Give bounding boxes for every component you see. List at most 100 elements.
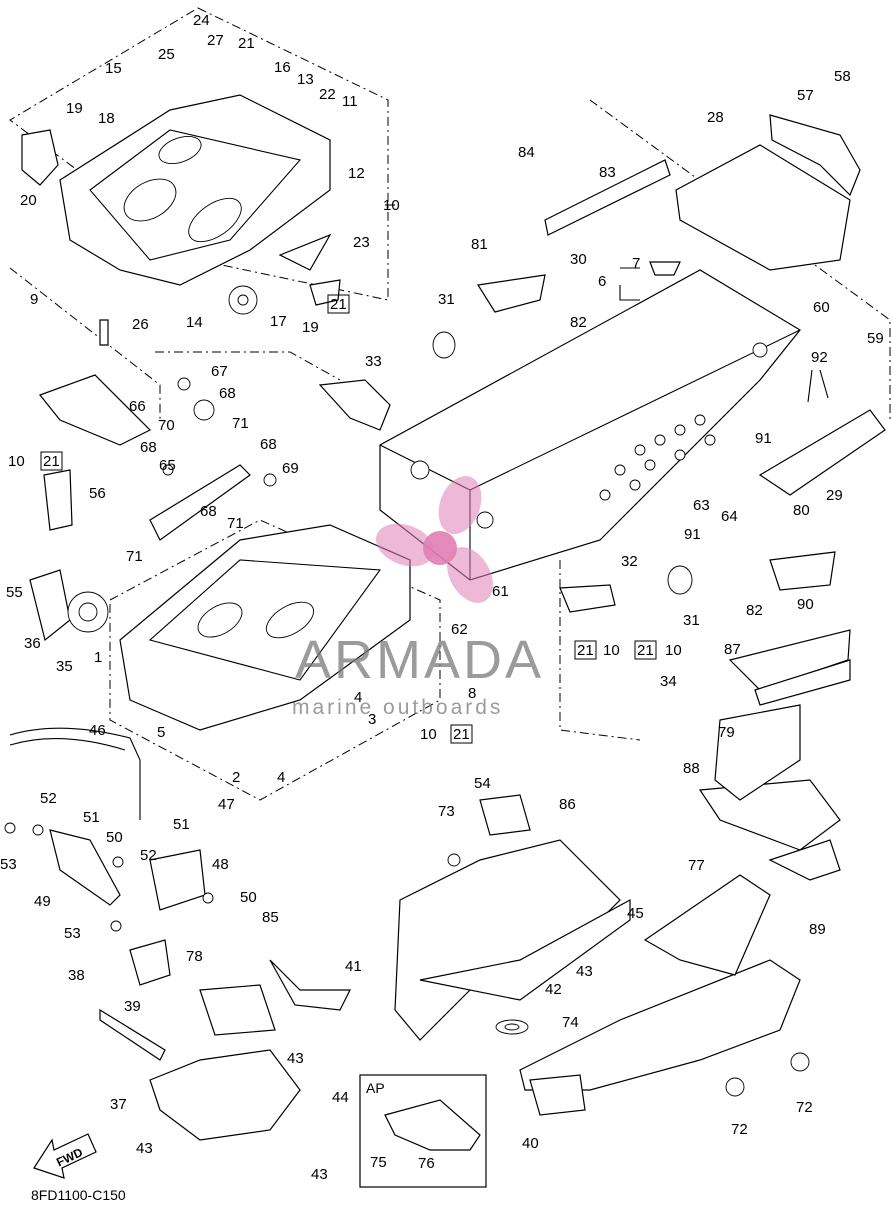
part-label-box-21c xyxy=(40,451,63,471)
fwd-direction-arrow: FWD xyxy=(33,1133,97,1179)
part-label-77: 77 xyxy=(688,857,705,874)
part-label-23: 23 xyxy=(353,234,370,251)
part-label-54: 54 xyxy=(474,775,491,792)
bumper-bracket-parts xyxy=(4,822,214,986)
part-label-76: 76 xyxy=(418,1155,435,1172)
part-label-10c: 10 xyxy=(603,642,620,659)
part-label-20: 20 xyxy=(20,192,37,209)
part-label-81: 81 xyxy=(471,236,488,253)
part-label-84: 84 xyxy=(518,144,535,161)
part-label-34: 34 xyxy=(660,673,677,690)
part-label-55: 55 xyxy=(6,584,23,601)
part-label-24: 24 xyxy=(193,12,210,29)
part-label-72b: 72 xyxy=(796,1099,813,1116)
part-label-78: 78 xyxy=(186,948,203,965)
part-label-21b: 21 xyxy=(330,296,347,313)
part-label-66: 66 xyxy=(129,398,146,415)
part-label-68b: 68 xyxy=(140,439,157,456)
part-label-71b: 71 xyxy=(227,515,244,532)
part-label-57: 57 xyxy=(797,87,814,104)
part-label-42: 42 xyxy=(545,981,562,998)
part-label-28: 28 xyxy=(707,109,724,126)
part-label-51b: 51 xyxy=(173,816,190,833)
leader-lines xyxy=(385,204,829,403)
part-label-16: 16 xyxy=(274,59,291,76)
upper-subframe-assembly xyxy=(21,94,341,315)
part-label-12: 12 xyxy=(348,165,365,182)
part-label-25: 25 xyxy=(158,46,175,63)
part-label-53a: 53 xyxy=(0,856,17,873)
tunnel-perforation-holes xyxy=(599,414,716,501)
part-label-43d: 43 xyxy=(311,1166,328,1183)
part-label-80: 80 xyxy=(793,502,810,519)
part-label-41: 41 xyxy=(345,958,362,975)
part-label-26: 26 xyxy=(132,316,149,333)
part-label-45: 45 xyxy=(627,905,644,922)
part-label-18: 18 xyxy=(98,110,115,127)
part-label-2: 2 xyxy=(232,769,240,786)
ap-box-label: AP xyxy=(366,1080,385,1096)
part-label-43b: 43 xyxy=(576,963,593,980)
part-label-89: 89 xyxy=(809,921,826,938)
part-label-72a: 72 xyxy=(731,1121,748,1138)
part-label-29: 29 xyxy=(826,487,843,504)
part-label-43a: 43 xyxy=(287,1050,304,1067)
part-label-4a: 4 xyxy=(277,769,285,786)
part-label-8: 8 xyxy=(468,685,476,702)
part-label-63: 63 xyxy=(693,497,710,514)
part-label-53b: 53 xyxy=(64,925,81,942)
part-label-91b: 91 xyxy=(684,526,701,543)
part-label-86: 86 xyxy=(559,796,576,813)
part-label-11: 11 xyxy=(342,93,358,110)
ap-variant-box: AP xyxy=(359,1074,487,1188)
part-label-60: 60 xyxy=(813,299,830,316)
part-label-43c: 43 xyxy=(136,1140,153,1157)
part-label-62: 62 xyxy=(451,621,468,638)
part-label-33: 33 xyxy=(365,353,382,370)
part-label-21c: 21 xyxy=(43,453,60,470)
part-label-37: 37 xyxy=(110,1096,127,1113)
watermark-brand: ARMADA xyxy=(295,630,544,690)
part-label-22: 22 xyxy=(319,86,336,103)
part-label-32: 32 xyxy=(621,553,638,570)
watermark-tagline: marine outboards xyxy=(292,696,503,719)
part-label-52a: 52 xyxy=(40,790,57,807)
part-label-79: 79 xyxy=(718,724,735,741)
part-label-69: 69 xyxy=(282,460,299,477)
part-label-85: 85 xyxy=(262,909,279,926)
part-label-83: 83 xyxy=(599,164,616,181)
part-label-14: 14 xyxy=(186,314,203,331)
part-label-4b: 4 xyxy=(354,689,362,706)
part-label-92: 92 xyxy=(811,349,828,366)
part-label-box-21d xyxy=(574,640,597,660)
part-label-21f: 21 xyxy=(453,726,470,743)
part-label-91a: 91 xyxy=(755,430,772,447)
lower-panels-assembly xyxy=(99,629,851,1141)
part-label-21e: 21 xyxy=(637,642,654,659)
part-label-50b: 50 xyxy=(240,889,257,906)
part-label-21d: 21 xyxy=(577,642,594,659)
part-label-39: 39 xyxy=(124,998,141,1015)
part-label-box-21b xyxy=(327,294,350,314)
part-label-68c: 68 xyxy=(260,436,277,453)
part-label-40: 40 xyxy=(522,1135,539,1152)
part-label-88: 88 xyxy=(683,760,700,777)
front-frame-assembly xyxy=(9,319,411,820)
group-outlines xyxy=(9,7,891,801)
part-label-19b: 19 xyxy=(302,319,319,336)
part-label-82b: 82 xyxy=(746,602,763,619)
part-label-36: 36 xyxy=(24,635,41,652)
watermark: ARMADA marine outboards xyxy=(292,475,544,719)
part-label-10a: 10 xyxy=(383,197,400,214)
part-label-10e: 10 xyxy=(420,726,437,743)
part-label-31b: 31 xyxy=(683,612,700,629)
part-label-1: 1 xyxy=(94,649,102,666)
reference-code: 8FD1100-C150 xyxy=(31,1187,126,1202)
part-label-71a: 71 xyxy=(232,415,249,432)
part-label-19a: 19 xyxy=(66,100,83,117)
part-label-73: 73 xyxy=(438,803,455,820)
part-label-48: 48 xyxy=(212,856,229,873)
part-label-47: 47 xyxy=(218,796,235,813)
